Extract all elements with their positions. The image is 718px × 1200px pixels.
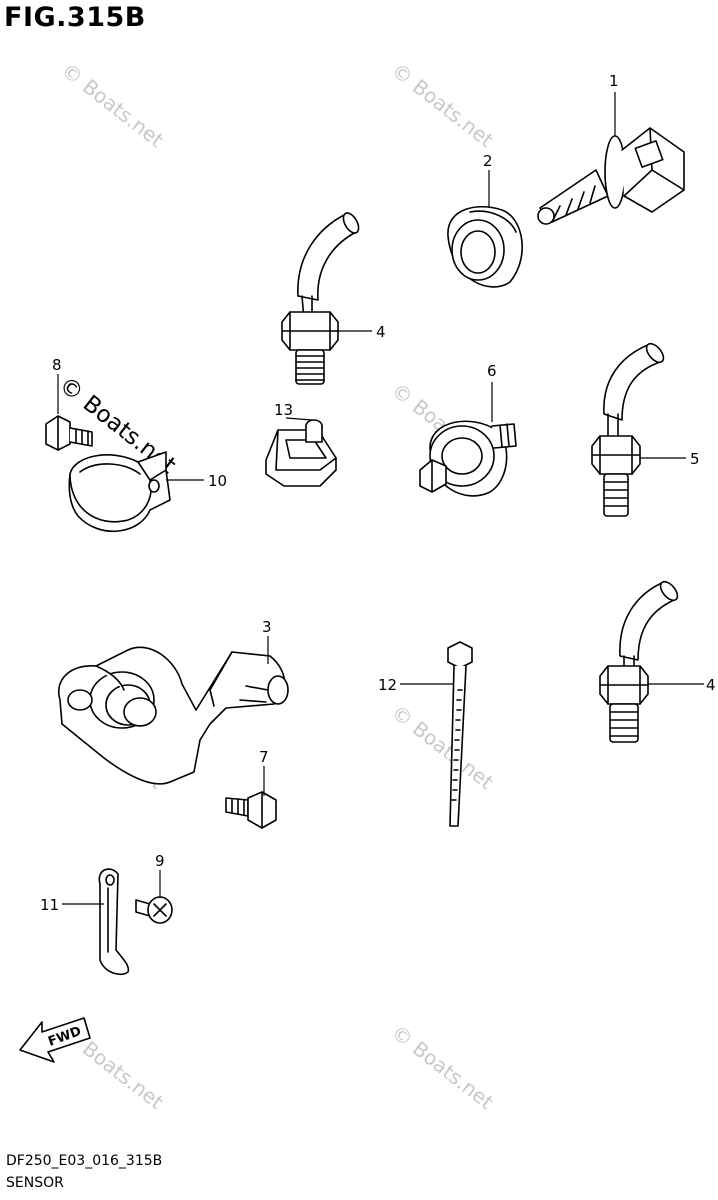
part-10-clamp — [68, 451, 171, 532]
part-9-screw — [135, 896, 173, 924]
part-1-sensor — [537, 127, 685, 225]
figure-name: SENSOR — [6, 1175, 64, 1191]
fwd-arrow-icon — [19, 1017, 91, 1063]
part-3-bracket — [57, 646, 289, 785]
part-7-bolt — [225, 791, 277, 829]
callout-7: 7 — [259, 748, 269, 766]
callout-9: 9 — [155, 852, 165, 870]
figure-code: DF250_E03_016_315B — [6, 1153, 163, 1169]
callout-13: 13 — [274, 401, 293, 419]
part-12-cable-tie — [447, 641, 473, 827]
callout-10: 10 — [208, 472, 227, 490]
part-4-sensor-upper — [281, 212, 360, 385]
part-5-sensor — [591, 342, 665, 517]
callout-3: 3 — [262, 618, 272, 636]
part-2-grommet — [447, 205, 523, 288]
callout-4: 4 — [706, 676, 716, 694]
part-13-clip — [265, 419, 337, 487]
callout-12: 12 — [378, 676, 397, 694]
callout-2: 2 — [483, 152, 493, 170]
callout-8: 8 — [52, 356, 62, 374]
figure-title: FIG.315B — [4, 2, 146, 33]
callout-11: 11 — [40, 896, 59, 914]
part-4-sensor-lower — [599, 580, 679, 743]
part-8-bolt — [45, 415, 93, 451]
part-11-strap — [98, 868, 130, 976]
part-6-knock-sensor — [419, 420, 517, 497]
callout-4: 4 — [376, 323, 386, 341]
callout-5: 5 — [690, 450, 700, 468]
callout-1: 1 — [609, 72, 619, 90]
callout-6: 6 — [487, 362, 497, 380]
